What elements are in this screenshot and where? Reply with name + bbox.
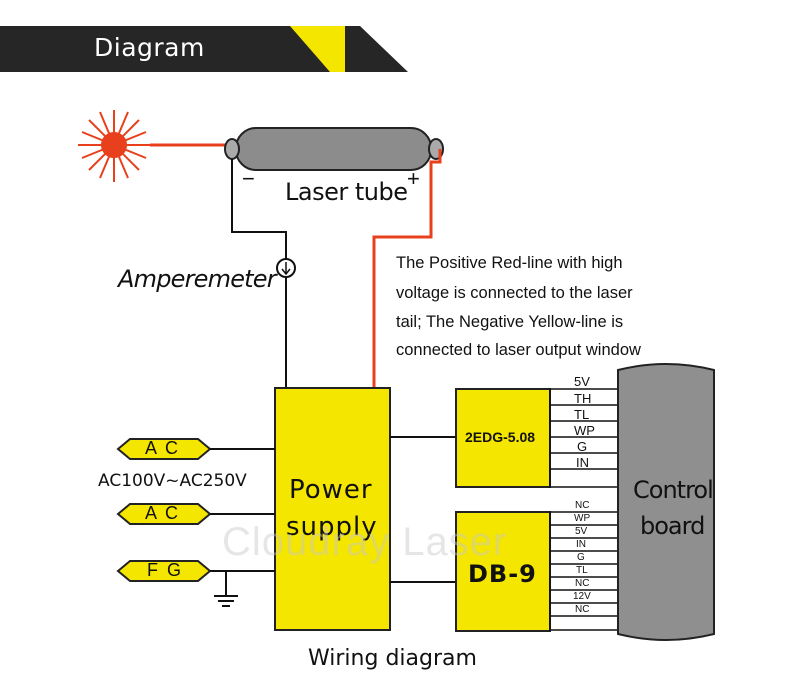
note-line-4: connected to laser output window [396, 341, 641, 359]
header-bar [0, 26, 345, 72]
ammeter-icon [276, 258, 296, 278]
ground-icon [214, 595, 238, 607]
pin-db9-nc-2: NC [575, 578, 590, 589]
pin-db9-wp: WP [574, 513, 591, 524]
pin-db9-nc-3: NC [575, 604, 590, 615]
power-supply-label-1: Power [289, 475, 373, 505]
tube-label: Laser tube [285, 178, 408, 206]
control-board-label-2: board [640, 512, 705, 540]
ac-input-1 [116, 438, 275, 460]
tube-plus: + [407, 166, 420, 191]
fg-input [116, 560, 275, 595]
header-title: Diagram [94, 33, 205, 62]
power-supply-label-2: supply [286, 512, 378, 542]
pin-2edg-tl: TL [574, 407, 590, 422]
pin-db9-5v: 5V [575, 526, 588, 537]
connector-db9-label: DB-9 [468, 560, 537, 588]
pin-db9-12v: 12V [573, 591, 591, 602]
pin-2edg-5v: 5V [574, 374, 590, 389]
ac-range-label: AC100V~AC250V [98, 471, 247, 491]
laser-tube [224, 127, 444, 171]
control-board-label-1: Control [633, 476, 714, 504]
diagram-caption: Wiring diagram [308, 646, 477, 671]
pin-2edg-wp: WP [574, 423, 595, 438]
ac-input-2 [116, 503, 275, 525]
connector-2edg-label: 2EDG-5.08 [465, 429, 536, 445]
control-board-block [617, 363, 715, 641]
ac-input-1-label: A C [145, 438, 181, 458]
pin-2edg-g: G [577, 439, 588, 454]
note-line-2: voltage is connected to the laser [396, 284, 633, 302]
pin-db9-in: IN [576, 539, 586, 550]
fg-input-label: F G [147, 560, 183, 580]
pin-db9-g: G [577, 552, 585, 563]
watermark: Cloudray Laser [222, 520, 508, 564]
connector-db9-pins [549, 511, 621, 631]
note-line-3: tail; The Negative Yellow-line is [396, 313, 624, 331]
ac-input-2-label: A C [145, 503, 181, 523]
tube-minus: − [242, 166, 255, 191]
connector-2edg-block [455, 388, 551, 488]
laser-burst-icon [78, 110, 150, 182]
note-line-1: The Positive Red-line with high [396, 254, 623, 272]
pin-2edg-in: IN [576, 455, 589, 470]
ammeter-label: Amperemeter [118, 265, 277, 293]
connector-2edg-pins [549, 388, 621, 488]
power-supply-block [274, 387, 391, 631]
pin-2edg-th: TH [574, 391, 592, 406]
pin-db9-nc-1: NC [575, 500, 590, 511]
pin-db9-tl: TL [576, 565, 588, 576]
